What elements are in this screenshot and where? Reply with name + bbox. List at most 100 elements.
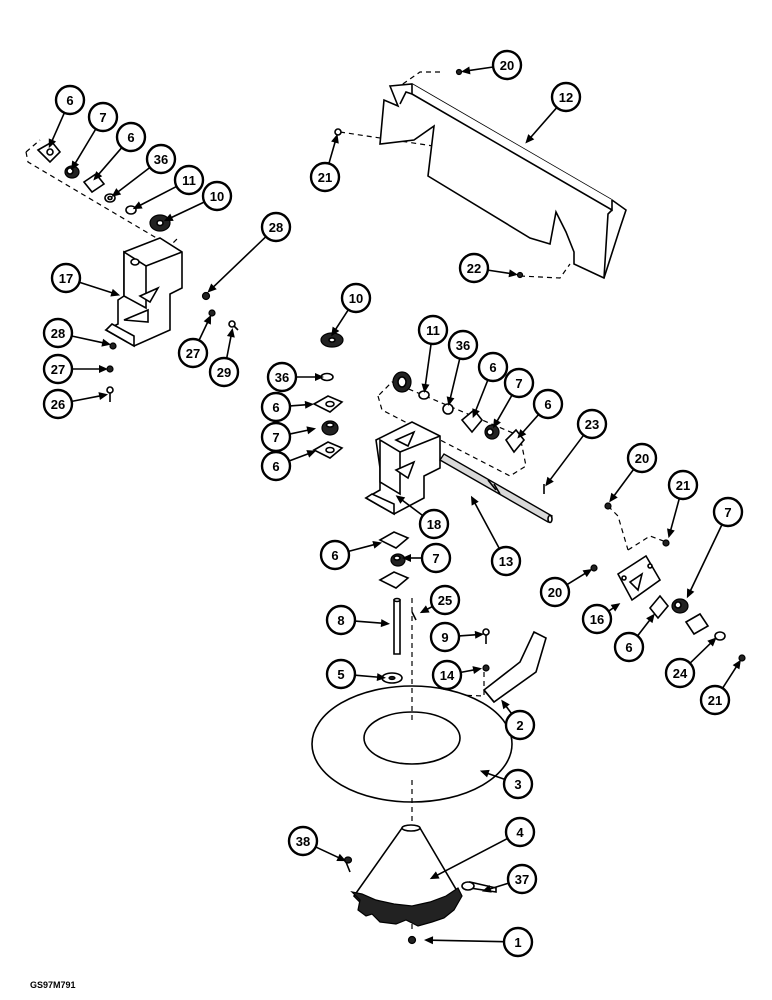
callout-29: 29 — [208, 327, 240, 388]
callout-number: 26 — [51, 397, 65, 412]
callout-number: 6 — [272, 459, 279, 474]
callout-number: 2 — [516, 718, 523, 733]
callout-circle — [532, 388, 564, 420]
callout-circle — [145, 143, 177, 175]
callout-11: 11 — [417, 314, 449, 394]
leader-line — [116, 166, 151, 194]
leader-line — [636, 618, 652, 637]
pin-8 — [393, 597, 417, 655]
callout-circle — [576, 408, 608, 440]
callout-circle — [429, 621, 461, 653]
leader-arrowhead — [545, 476, 554, 487]
callout-number: 7 — [724, 505, 731, 520]
leader-arrowhead — [646, 613, 655, 624]
leader-line — [315, 846, 341, 859]
callout-13: 13 — [470, 495, 522, 577]
leader-arrowhead — [525, 134, 535, 144]
callout-24: 24 — [664, 637, 717, 689]
fasteners-lower — [482, 628, 490, 672]
callout-circle — [208, 356, 240, 388]
callout-number: 6 — [625, 640, 632, 655]
mount-hardware-stack-left — [25, 139, 179, 247]
leader-line — [487, 269, 512, 275]
leader-arrowhead — [582, 569, 593, 578]
callouts-layer: 6763611101728282726272920122122101136676… — [42, 49, 744, 958]
leader-arrowhead — [306, 450, 317, 458]
callout-8: 8 — [325, 604, 391, 636]
callout-circle — [420, 542, 452, 574]
callout-circle — [490, 545, 522, 577]
callout-number: 6 — [489, 360, 496, 375]
leader-line — [289, 429, 310, 435]
leader-line — [211, 236, 267, 289]
leader-line — [97, 147, 123, 176]
disc-3 — [311, 598, 513, 803]
leader-line — [328, 140, 337, 164]
callout-number: 18 — [427, 517, 441, 532]
callout-36: 36 — [266, 361, 324, 393]
leader-arrowhead — [402, 554, 411, 562]
callout-27: 27 — [42, 353, 108, 385]
callout-circle — [626, 442, 658, 474]
leader-line — [460, 668, 476, 674]
callout-20: 20 — [539, 569, 593, 608]
callout-number: 10 — [349, 291, 363, 306]
callout-6: 6 — [93, 121, 147, 181]
callout-number: 8 — [337, 613, 344, 628]
callout-circle — [664, 657, 696, 689]
callout-number: 5 — [337, 667, 344, 682]
callout-12: 12 — [525, 81, 582, 144]
callout-number: 4 — [516, 825, 524, 840]
callout-17: 17 — [50, 262, 121, 297]
callout-number: 21 — [318, 170, 332, 185]
leader-arrowhead — [331, 326, 340, 337]
leader-line — [474, 379, 489, 412]
callout-circle — [266, 361, 298, 393]
mount-hardware-stack-center — [312, 332, 527, 477]
leader-arrowhead — [609, 492, 618, 503]
callout-28: 28 — [42, 317, 112, 349]
callout-4: 4 — [429, 816, 536, 880]
bracket-18 — [364, 421, 441, 516]
callout-3: 3 — [479, 768, 534, 800]
callout-28: 28 — [207, 211, 292, 293]
leader-arrowhead — [98, 392, 109, 401]
callout-number: 3 — [514, 777, 521, 792]
callout-6: 6 — [319, 539, 383, 571]
callout-number: 12 — [559, 90, 573, 105]
callout-number: 17 — [59, 271, 73, 286]
leader-arrowhead — [423, 936, 434, 945]
callout-circle — [429, 584, 461, 616]
callout-circle — [712, 496, 744, 528]
callout-number: 7 — [99, 110, 106, 125]
callout-27: 27 — [177, 314, 212, 369]
callout-circle — [667, 469, 699, 501]
leader-arrowhead — [336, 853, 347, 862]
callout-6: 6 — [517, 388, 564, 439]
leader-line — [669, 498, 681, 532]
callout-circle — [458, 252, 490, 284]
leader-arrowhead — [610, 603, 621, 612]
callout-number: 20 — [635, 451, 649, 466]
callout-number: 11 — [426, 323, 440, 338]
callout-6: 6 — [613, 613, 655, 663]
callout-number: 6 — [127, 130, 134, 145]
leader-arrowhead — [48, 138, 57, 149]
leader-arrowhead — [686, 588, 695, 599]
leader-arrowhead — [380, 619, 391, 628]
callout-circle — [502, 768, 534, 800]
callout-21: 21 — [309, 133, 341, 193]
leader-line — [79, 281, 114, 295]
leader-arrowhead — [203, 314, 212, 325]
callout-circle — [42, 317, 74, 349]
leader-arrowhead — [460, 66, 471, 75]
leader-line — [566, 572, 587, 586]
callout-circle — [340, 282, 372, 314]
shield-12 — [334, 68, 627, 280]
callout-circle — [503, 367, 535, 399]
callout-number: 27 — [186, 346, 200, 361]
callout-circle — [447, 329, 479, 361]
callout-number: 13 — [499, 554, 513, 569]
callout-circle — [50, 262, 82, 294]
